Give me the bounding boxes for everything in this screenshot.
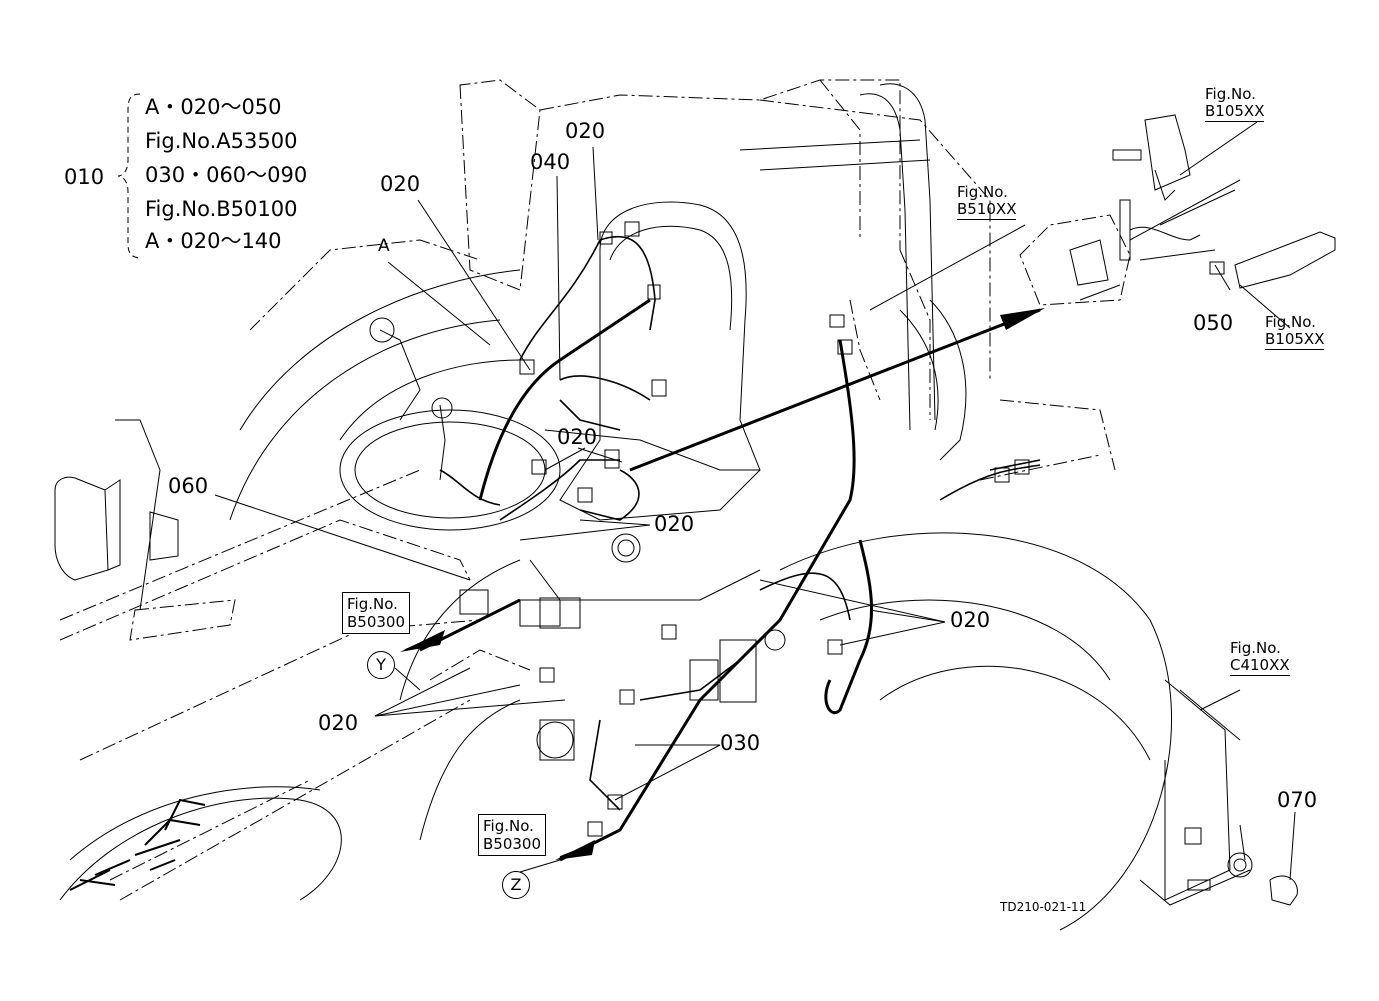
- drawing-code: TD210-021-11: [1000, 900, 1087, 914]
- steering-wheel: [339, 317, 561, 531]
- ref-b105xx-bottom-label: Fig.No.: [1265, 313, 1316, 331]
- arrow-heads: [400, 308, 1045, 860]
- legend-line-1: A・020～050: [145, 95, 282, 119]
- callout-020-left: 020: [380, 172, 421, 196]
- ref-box-b50300-z: Fig.No. B50300: [478, 814, 547, 856]
- ref-b510xx: Fig.No. B510XX: [957, 183, 1017, 220]
- seat: [529, 201, 761, 601]
- ref-box-b50300-y-number: B50300: [347, 613, 406, 631]
- callout-030: 030: [720, 731, 761, 755]
- ref-box-b50300-y: Fig.No. B50300: [342, 592, 411, 634]
- ref-b105xx-bottom: Fig.No. B105XX: [1265, 313, 1325, 350]
- callout-070: 070: [1277, 788, 1318, 812]
- legend-bracket: [117, 93, 143, 259]
- ref-b105xx-top-label: Fig.No.: [1205, 85, 1256, 103]
- arrows: [404, 309, 1041, 858]
- callout-020-center: 020: [654, 512, 695, 536]
- callout-020-bottom: 020: [318, 711, 359, 735]
- ref-b510xx-number: B510XX: [957, 200, 1017, 220]
- ref-b105xx-top: Fig.No. B105XX: [1205, 85, 1265, 122]
- marker-y: Y: [367, 651, 395, 679]
- marker-z: Z: [502, 871, 530, 899]
- callout-020-top: 020: [565, 119, 606, 143]
- ref-c410xx-label: Fig.No.: [1230, 639, 1281, 657]
- ref-box-b50300-z-label: Fig.No.: [483, 817, 534, 835]
- callout-050: 050: [1193, 311, 1234, 335]
- ref-box-b50300-y-label: Fig.No.: [347, 595, 398, 613]
- fender-arcs: [59, 269, 1173, 931]
- wire-harness: [419, 298, 1041, 862]
- ref-c410xx-number: C410XX: [1230, 656, 1290, 676]
- ref-b105xx-bottom-number: B105XX: [1265, 330, 1325, 350]
- bracket-c410: [1139, 679, 1298, 906]
- rops-frame: [739, 83, 967, 461]
- connectors: [459, 221, 1253, 891]
- detail-inset-top-right: [1069, 114, 1336, 301]
- wire-branches: [439, 235, 1041, 811]
- dash-panel: [54, 419, 179, 611]
- leader-lines: [214, 121, 1296, 881]
- callout-020-mid: 020: [557, 425, 598, 449]
- ref-c410xx: Fig.No. C410XX: [1230, 639, 1290, 676]
- floor-mat-pattern: [69, 798, 206, 891]
- legend-line-4: Fig.No.B50100: [145, 197, 298, 221]
- callout-020-right: 020: [950, 608, 991, 632]
- legend-line-3: 030・060～090: [145, 163, 308, 187]
- legend-main-part-number: 010: [64, 165, 105, 189]
- legend-line-5: A・020～140: [145, 229, 282, 253]
- legend-line-2: Fig.No.A53500: [145, 129, 298, 153]
- tractor-outline: [59, 79, 1131, 901]
- ref-b105xx-top-number: B105XX: [1205, 102, 1265, 122]
- callout-060: 060: [168, 474, 209, 498]
- ref-b510xx-label: Fig.No.: [957, 183, 1008, 201]
- callout-a: A: [378, 236, 390, 256]
- callout-040: 040: [530, 150, 571, 174]
- ref-box-b50300-z-number: B50300: [483, 835, 542, 853]
